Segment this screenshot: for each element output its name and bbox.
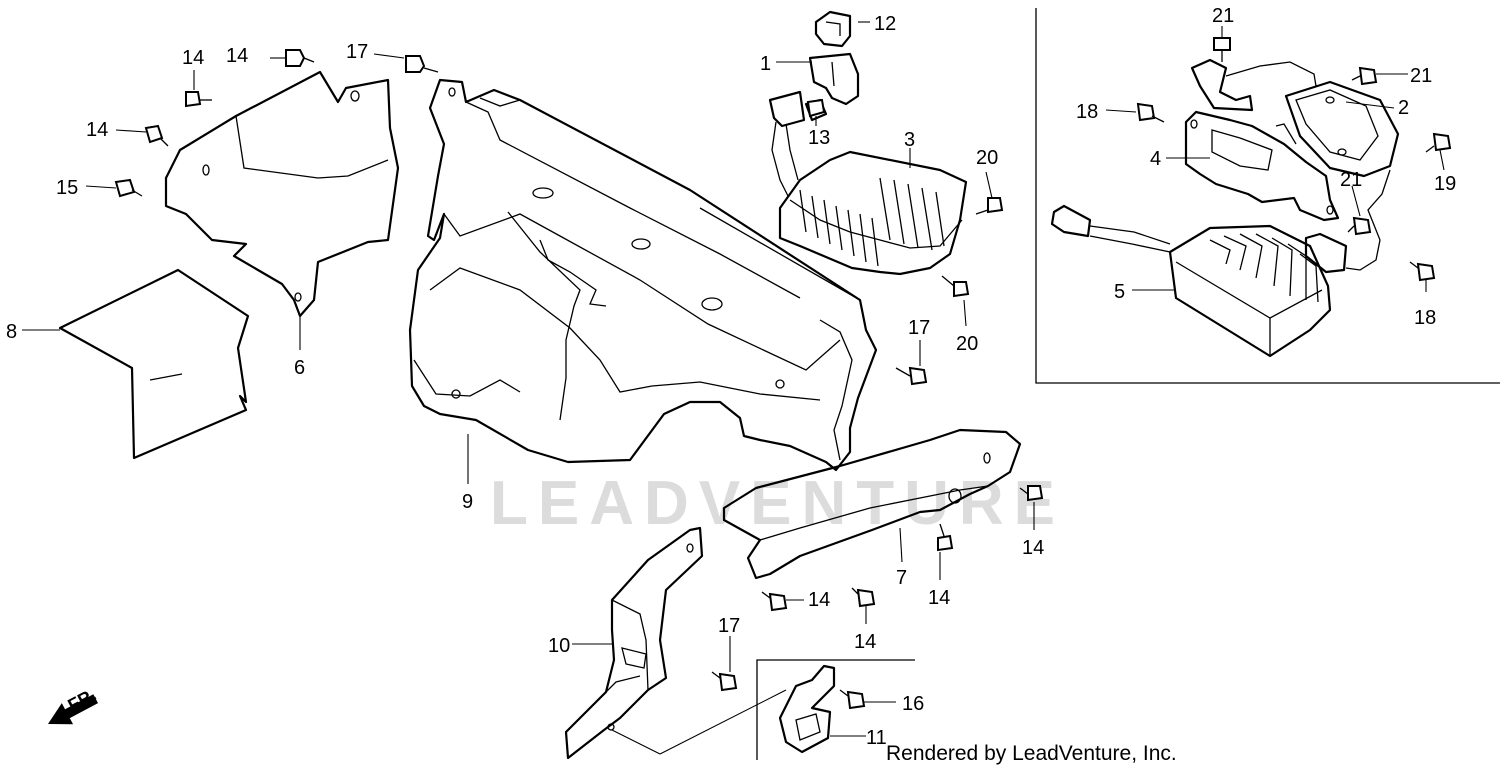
bolt-19[interactable] [1425, 132, 1452, 153]
part-9-duct[interactable] [408, 78, 878, 472]
part-5-regulator[interactable] [1050, 204, 1332, 358]
bolt-18a[interactable] [1136, 102, 1165, 123]
part-7-bracket[interactable] [722, 428, 1022, 580]
callout-17a: 17 [346, 41, 368, 63]
credit-text: Rendered by LeadVenture, Inc. [886, 742, 1177, 765]
bolt-20a[interactable] [975, 197, 1004, 215]
bolt-15[interactable] [114, 178, 143, 198]
part-10-bracket[interactable] [564, 526, 704, 760]
callout-20a: 20 [976, 147, 998, 169]
callout-3: 3 [904, 129, 915, 151]
callout-13: 13 [808, 127, 830, 149]
leader-lines [22, 21, 1445, 755]
bolt-17c[interactable] [711, 671, 738, 692]
part-3-regulator[interactable] [768, 90, 968, 276]
callout-14b: 14 [182, 47, 204, 69]
callout-1: 1 [760, 53, 771, 75]
callout-14c: 14 [86, 119, 108, 141]
inset-frame-bottom [756, 659, 915, 760]
callout-20b: 20 [956, 333, 978, 355]
callout-12: 12 [874, 13, 896, 35]
bolt-14a[interactable] [285, 49, 315, 67]
callout-5: 5 [1114, 281, 1125, 303]
part-12-clip[interactable] [814, 10, 852, 48]
bolt-17a[interactable] [405, 55, 439, 73]
callout-17c: 17 [718, 615, 740, 637]
callout-11: 11 [866, 727, 887, 749]
callout-14a: 14 [226, 45, 248, 67]
bolt-20b[interactable] [941, 275, 970, 298]
part-11-clamp[interactable] [778, 664, 836, 754]
bolt-21c[interactable] [1347, 216, 1372, 236]
callout-4: 4 [1150, 148, 1161, 170]
callout-6: 6 [294, 357, 305, 379]
bolt-13[interactable] [806, 98, 826, 118]
callout-2: 2 [1398, 97, 1409, 119]
callout-16: 16 [902, 693, 924, 715]
callout-18b: 18 [1414, 307, 1436, 329]
bolt-16[interactable] [839, 689, 866, 710]
callout-21c: 21 [1340, 169, 1362, 191]
bolt-14c[interactable] [144, 124, 169, 147]
part-2-regulator-harness[interactable] [1190, 58, 1400, 274]
callout-14e: 14 [928, 587, 950, 609]
part-4-bracket[interactable] [1184, 110, 1340, 222]
bolt-21a[interactable] [1213, 37, 1231, 62]
callout-14d: 14 [1022, 537, 1044, 559]
inset-frame-top-right [1035, 8, 1500, 384]
bolt-18b[interactable] [1409, 261, 1436, 282]
bolt-14e[interactable] [937, 523, 954, 552]
callout-7: 7 [896, 567, 907, 589]
bolt-14d[interactable] [1019, 485, 1044, 502]
callout-14g: 14 [854, 631, 876, 653]
callout-10: 10 [548, 635, 570, 657]
front-arrow-icon [48, 694, 99, 725]
watermark-text: LEADVENTURE [490, 469, 1065, 538]
callout-14f: 14 [808, 589, 830, 611]
part-6-cover[interactable] [164, 70, 400, 318]
bolt-14g[interactable] [851, 587, 876, 608]
part-1-bracket[interactable] [808, 52, 860, 106]
bolt-14f[interactable] [761, 591, 788, 612]
callout-21b: 21 [1410, 65, 1432, 87]
bolt-17b[interactable] [895, 366, 928, 386]
bolt-21b[interactable] [1351, 66, 1378, 86]
callout-19: 19 [1434, 173, 1456, 195]
callout-8: 8 [6, 321, 17, 343]
part-8-cover[interactable] [58, 268, 250, 460]
callout-9: 9 [462, 491, 473, 513]
callout-21a: 21 [1212, 5, 1234, 27]
bolt-14b[interactable] [185, 91, 212, 108]
callout-18a: 18 [1076, 101, 1098, 123]
callout-labels: 12 1 13 3 2 4 5 6 7 8 9 10 11 14 14 14 1… [6, 5, 1456, 749]
callout-15: 15 [56, 177, 78, 199]
callout-17b: 17 [908, 317, 930, 339]
